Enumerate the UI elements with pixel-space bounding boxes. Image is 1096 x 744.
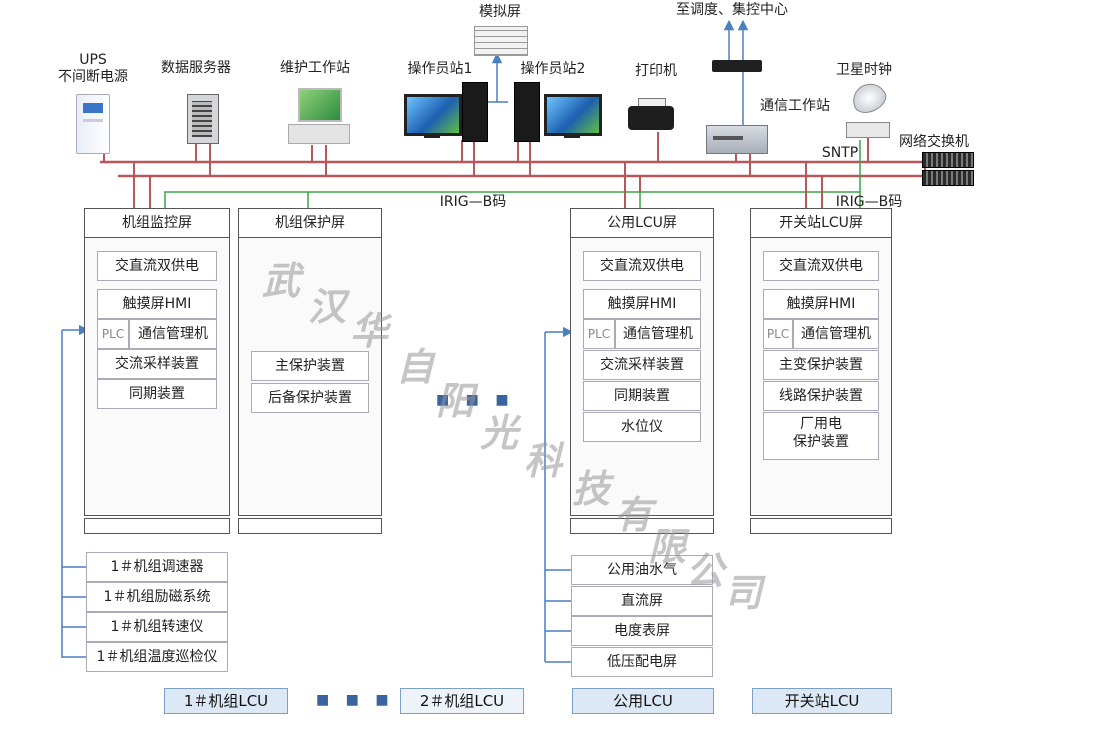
switch-lcu-foot bbox=[750, 518, 892, 534]
public-lcu-foot bbox=[570, 518, 714, 534]
panel-item: 同期装置 bbox=[97, 379, 217, 409]
workstation-icon bbox=[288, 88, 350, 144]
plc-label: PLC bbox=[763, 319, 793, 349]
panel-item: 通信管理机 bbox=[615, 319, 701, 349]
field-device-item: 1＃机组励磁系统 bbox=[86, 582, 228, 612]
unit-protect-foot bbox=[238, 518, 382, 534]
watermark-char: 司 bbox=[724, 570, 763, 615]
op-station1-label: 操作员站1 bbox=[407, 61, 473, 77]
plc-label: PLC bbox=[97, 319, 129, 349]
watermark-char: 技 bbox=[572, 466, 611, 511]
sntp-label: SNTP bbox=[821, 145, 859, 161]
unit-monitor-foot bbox=[84, 518, 230, 534]
panel-item: 交直流双供电 bbox=[763, 251, 879, 281]
clock-unit-icon bbox=[846, 122, 890, 138]
panel-item: 交直流双供电 bbox=[583, 251, 701, 281]
panel-item: 触摸屏HMI bbox=[763, 289, 879, 319]
watermark-char: 限 bbox=[648, 524, 687, 569]
ups-label: UPS 不间断电源 bbox=[58, 52, 128, 85]
unit-monitor-panel: 机组监控屏 交直流双供电 触摸屏HMI PLC 通信管理机 交流采样装置 同期装… bbox=[84, 208, 230, 516]
operator-station-1-icon bbox=[404, 82, 488, 142]
panel-item: 主保护装置 bbox=[251, 351, 369, 381]
panel-item: 厂用电 保护装置 bbox=[763, 412, 879, 460]
panel-item: 通信管理机 bbox=[129, 319, 217, 349]
field-device-item: 1＃机组温度巡检仪 bbox=[86, 642, 228, 672]
watermark-char: 汉 bbox=[308, 284, 347, 329]
watermark-char: 华 bbox=[350, 308, 389, 353]
watermark-char: 科 bbox=[524, 438, 563, 483]
field-device-item: 电度表屏 bbox=[571, 616, 713, 646]
watermark-char: 公 bbox=[686, 548, 725, 593]
unit-protect-panel: 机组保护屏 主保护装置 后备保护装置 bbox=[238, 208, 382, 516]
dispatch-label: 至调度、集控中心 bbox=[676, 2, 788, 18]
switch-lcu-title: 开关站LCU屏 bbox=[751, 209, 891, 238]
simulation-screen-icon bbox=[474, 26, 528, 56]
ups-icon bbox=[76, 94, 110, 154]
printer-icon bbox=[628, 98, 674, 132]
irigb-line bbox=[164, 191, 861, 208]
panel-item: 交流采样装置 bbox=[583, 350, 701, 380]
panel-item: 同期装置 bbox=[583, 381, 701, 411]
panel-item: 主变保护装置 bbox=[763, 350, 879, 380]
public-lcu-title: 公用LCU屏 bbox=[571, 209, 713, 238]
switch-lcu-label: 开关站LCU bbox=[752, 688, 892, 714]
public-lcu-label: 公用LCU bbox=[572, 688, 714, 714]
switch-lcu-panel: 开关站LCU屏 交直流双供电 触摸屏HMI PLC 通信管理机 主变保护装置 线… bbox=[750, 208, 892, 516]
watermark-char: 阳 bbox=[436, 378, 475, 423]
panel-item: 交流采样装置 bbox=[97, 349, 217, 379]
network-switch-icon bbox=[922, 152, 974, 168]
field-device-item: 1＃机组转速仪 bbox=[86, 612, 228, 642]
network-switch-icon-2 bbox=[922, 170, 974, 186]
watermark-char: 光 bbox=[480, 410, 519, 455]
operator-station-2-icon bbox=[514, 82, 602, 142]
panel-item: 后备保护装置 bbox=[251, 383, 369, 413]
irigb-label-2: IRIG—B码 bbox=[835, 194, 903, 210]
field-device-item: 直流屏 bbox=[571, 586, 713, 616]
router-icon bbox=[712, 60, 762, 72]
public-lcu-panel: 公用LCU屏 交直流双供电 触摸屏HMI PLC 通信管理机 交流采样装置 同期… bbox=[570, 208, 714, 516]
field-device-item: 公用油水气 bbox=[571, 555, 713, 585]
unit-monitor-title: 机组监控屏 bbox=[85, 209, 229, 238]
comm-workstation-icon bbox=[706, 125, 768, 154]
watermark-char: 自 bbox=[396, 344, 435, 389]
panel-item: 水位仪 bbox=[583, 412, 701, 442]
data-server-label: 数据服务器 bbox=[161, 60, 231, 76]
unit1-lcu-label: 1＃机组LCU bbox=[164, 688, 288, 714]
sat-clock-label: 卫星时钟 bbox=[836, 62, 892, 78]
switch-label: 网络交换机 bbox=[899, 134, 969, 150]
panel-item: 交直流双供电 bbox=[97, 251, 217, 281]
server-icon bbox=[187, 94, 219, 144]
panel-item: 触摸屏HMI bbox=[97, 289, 217, 319]
watermark-char: 有 bbox=[614, 492, 653, 537]
printer-label: 打印机 bbox=[635, 63, 677, 79]
plc-label: PLC bbox=[583, 319, 615, 349]
simulation-screen-label: 模拟屏 bbox=[479, 4, 521, 20]
op-station2-label: 操作员站2 bbox=[520, 61, 586, 77]
panel-item: 通信管理机 bbox=[793, 319, 879, 349]
panel-item: 触摸屏HMI bbox=[583, 289, 701, 319]
field-device-item: 低压配电屏 bbox=[571, 647, 713, 677]
maint-station-label: 维护工作站 bbox=[280, 60, 350, 76]
ellipsis-dots: ■ ■ ■ bbox=[316, 692, 395, 708]
ellipsis-dots: ■ ■ ■ bbox=[436, 392, 515, 408]
panel-item: 线路保护装置 bbox=[763, 381, 879, 411]
watermark-char: 武 bbox=[262, 258, 301, 303]
comm-station-label: 通信工作站 bbox=[760, 98, 830, 114]
unit-protect-title: 机组保护屏 bbox=[239, 209, 381, 238]
irigb-label: IRIG—B码 bbox=[439, 194, 507, 210]
field-device-item: 1＃机组调速器 bbox=[86, 552, 228, 582]
unit2-lcu-label: 2＃机组LCU bbox=[400, 688, 524, 714]
